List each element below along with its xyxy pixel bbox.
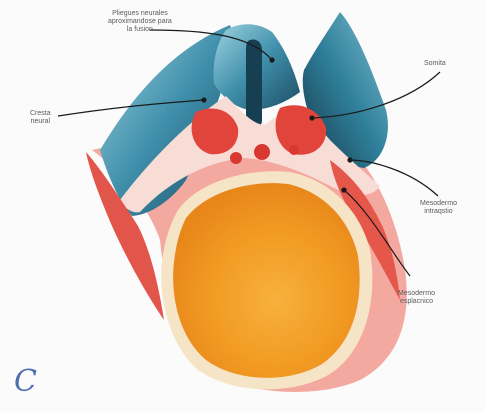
label-intermediate-mesoderm-line-2: intraqstio [420,208,457,216]
panel-letter: C [14,364,37,399]
leader-dot-neural-groove [202,98,206,102]
label-neural-folds-line-2: aproximandose para [108,18,172,26]
leader-dot-neural-folds [270,58,274,62]
label-intermediate-mesoderm: Mesodermo intraqstio [420,200,457,216]
label-neural-groove-line-2: neural [30,118,51,126]
label-splanchnic-mesoderm-line-2: esplacnico [398,298,435,306]
leader-dot-somite [310,116,314,120]
label-neural-folds-line-3: la fusion [108,26,172,34]
label-neural-folds: Pliegues neurales aproximandose para la … [108,10,172,34]
label-splanchnic-mesoderm: Mesodermo esplacnico [398,290,435,306]
label-splanchnic-mesoderm-line-1: Mesodermo [398,290,435,298]
neural-groove [246,39,262,128]
label-neural-groove: Cresta neural [30,110,51,126]
leader-dot-intermediate-mesoderm [348,158,352,162]
yolk-sac [173,183,360,378]
label-neural-folds-line-1: Pliegues neurales [108,10,172,18]
intermediate-mesoderm-dot [289,145,299,155]
intermediate-mesoderm-dot [230,152,242,164]
label-somite: Somita [424,60,446,68]
intermediate-mesoderm-dot [254,144,270,160]
label-neural-groove-line-1: Cresta [30,110,51,118]
label-intermediate-mesoderm-line-1: Mesodermo [420,200,457,208]
label-somite-line-1: Somita [424,60,446,68]
leader-dot-splanchnic-mesoderm [342,188,346,192]
